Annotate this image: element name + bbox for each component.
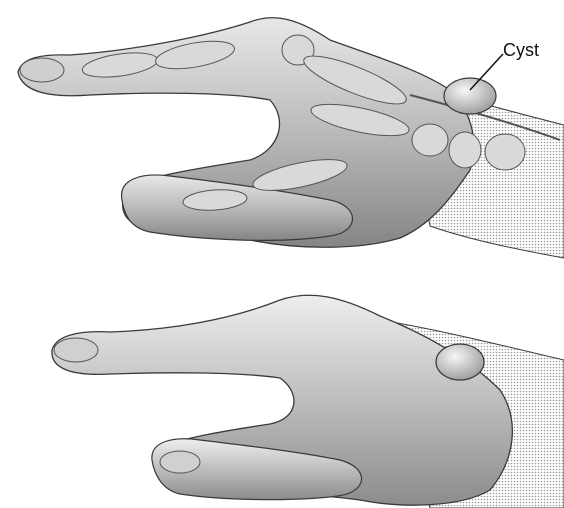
- cyst-label: Cyst: [503, 40, 539, 61]
- bottom-cyst: [436, 344, 484, 380]
- bottom-fingernail: [54, 338, 98, 362]
- bone-carpal-3: [485, 134, 525, 170]
- bottom-thumbnail: [160, 451, 200, 473]
- bone-carpal-2: [449, 132, 481, 168]
- hand-with-bones: [18, 18, 564, 258]
- hand-external: [52, 295, 564, 508]
- bone-carpal-1: [412, 124, 448, 156]
- top-cyst: [444, 78, 496, 114]
- top-fingernail: [20, 58, 64, 82]
